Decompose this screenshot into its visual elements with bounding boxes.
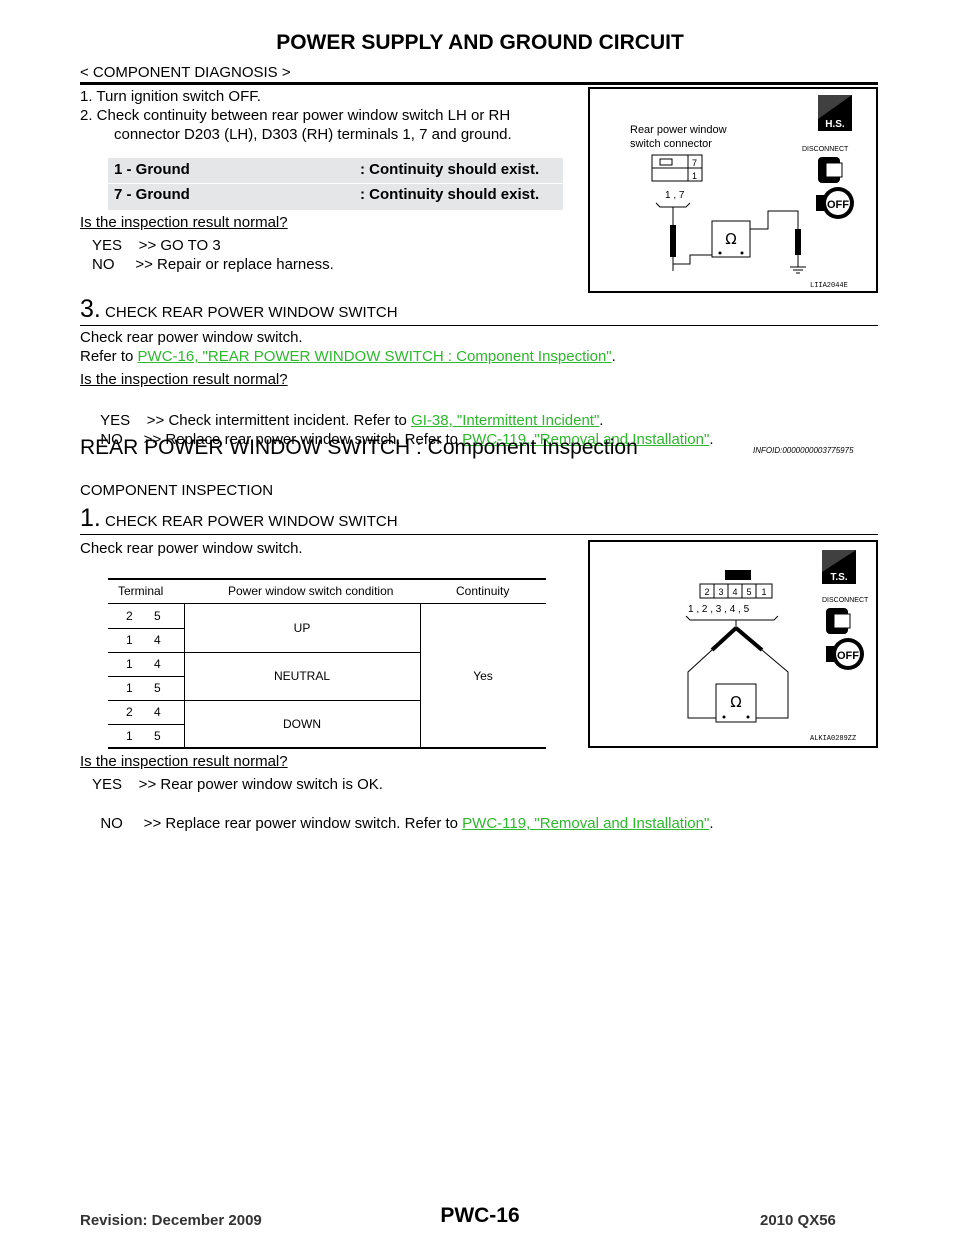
step1-heading: 1. CHECK REAR POWER WINDOW SWITCH [80,504,398,533]
link-component-inspection[interactable]: PWC-16, "REAR POWER WINDOW SWITCH : Comp… [137,348,612,365]
condition-cell: UP [293,621,311,635]
pin-label-bottom: 1 [692,171,697,181]
info-id: INFOID:0000000003775975 [753,446,854,455]
step3-refer: Refer to PWC-16, "REAR POWER WINDOW SWIT… [80,348,616,365]
off-label: OFF [837,650,859,662]
check-result: : Continuity should exist. [360,161,540,178]
switch-connector [699,583,773,599]
figure-switch-inspection: 2 3 4 5 1 1 , 2 , 3 , 4 , 5 Ω T.S. DISCO… [588,540,878,748]
pin-label-top: 7 [692,158,697,168]
inspection-table: Terminal Power window switch condition C… [108,578,546,751]
check-box: 1 - Ground : Continuity should exist. 7 … [108,158,563,210]
link-removal-installation[interactable]: PWC-119, "Removal and Installation" [462,431,710,448]
ohm-symbol: Ω [730,693,741,711]
step2-line2a: 2. Check continuity between rear power w… [80,107,511,124]
check-label: 7 - Ground [114,186,190,203]
footer-page-number: PWC-16 [440,1204,520,1227]
pin-label: 4 [732,587,737,597]
step2-no: NO >> Repair or replace harness. [92,256,334,273]
probe-label: 1 , 2 , 3 , 4 , 5 [688,604,750,615]
table-cell: 4 [154,657,161,671]
page-title: POWER SUPPLY AND GROUND CIRCUIT [276,31,684,54]
step2-line2b: connector D203 (LH), D303 (RH) terminals… [114,126,512,143]
pin-label: 1 [761,587,766,597]
link-intermittent-incident[interactable]: GI-38, "Intermittent Incident" [411,412,600,429]
col-header-condition: Power window switch condition [228,584,394,598]
step3-line1: Check rear power window switch. [80,329,303,346]
disconnect-label: DISCONNECT [802,146,849,153]
figure-switch-svg: 2 3 4 5 1 1 , 2 , 3 , 4 , 5 Ω T.S. DISCO… [685,550,869,743]
table-cell: 2 [126,705,133,719]
ohm-symbol: Ω [725,230,736,248]
step2-yes: YES >> GO TO 3 [92,237,221,254]
breadcrumb: < COMPONENT DIAGNOSIS > [80,64,291,81]
check-result: : Continuity should exist. [360,186,540,203]
ohmmeter [711,220,751,258]
figure-continuity-check: Rear power window switch connector 7 1 1… [588,87,878,293]
step1-num: 1. [80,504,101,532]
footer-model: 2010 QX56 [760,1212,836,1229]
step1-line1: Check rear power window switch. [80,540,303,557]
probe-right [795,229,801,255]
pin-label: 5 [746,587,751,597]
probe-label: 1 , 7 [665,190,685,201]
step1-rule [80,534,878,535]
step1-question: Is the inspection result normal? [80,753,288,770]
probe-left [710,626,738,652]
step3-num: 3. [80,295,101,323]
table-cell: 1 [126,729,133,743]
step2-question: Is the inspection result normal? [80,214,288,231]
pin-label: 2 [704,587,709,597]
check-label: 1 - Ground [114,161,190,178]
link-removal-installation[interactable]: PWC-119, "Removal and Installation" [462,815,710,832]
step3-heading-text: CHECK REAR POWER WINDOW SWITCH [105,304,398,321]
hs-badge [818,95,852,131]
hs-badge-text: H.S. [825,119,845,130]
fig1-connector-label-2: switch connector [630,138,712,150]
table-cell: 1 [126,633,133,647]
table-cell: 2 [126,609,133,623]
figure-code: LIIA2044E [810,282,848,290]
table-cell: 4 [154,633,161,647]
switch-knob [725,570,751,580]
step3-question: Is the inspection result normal? [80,371,288,388]
table-cell: 1 [126,681,133,695]
step3-no: NO >> Replace rear power window switch. … [100,431,714,448]
continuity-cell: Yes [473,669,493,683]
col-header-continuity: Continuity [456,584,510,598]
off-label: OFF [827,199,849,211]
figure-continuity-svg: Rear power window switch connector 7 1 1… [630,95,854,290]
footer-revision: Revision: December 2009 [80,1212,262,1229]
ts-badge-text: T.S. [830,572,847,583]
pin-label: 3 [718,587,723,597]
col-header-terminal: Terminal [118,584,164,598]
table-cell: 5 [154,681,161,695]
fig1-connector-label-1: Rear power window [630,124,727,136]
table-cell: 1 [126,657,133,671]
table-cell: 5 [154,609,161,623]
figure-code: ALKIA0289ZZ [810,735,856,743]
step1-yes: YES >> Rear power window switch is OK. [92,776,383,793]
step3-heading: 3. CHECK REAR POWER WINDOW SWITCH [80,295,398,324]
step1-no: NO >> Replace rear power window switch. … [100,815,714,832]
ohmmeter [715,683,757,723]
step1-heading-text: CHECK REAR POWER WINDOW SWITCH [105,513,398,530]
step3-yes: YES >> Check intermittent incident. Refe… [100,412,604,429]
step2-line1: 1. Turn ignition switch OFF. [80,88,261,105]
step3-rule [80,325,878,326]
table-cell: 4 [154,705,161,719]
section-subtitle: COMPONENT INSPECTION [80,482,274,499]
section-title: REAR POWER WINDOW SWITCH : Component Ins… [80,436,638,459]
table-cell: 5 [154,729,161,743]
probe-right [734,626,764,652]
condition-cell: DOWN [283,717,321,731]
ts-badge [822,550,856,584]
disconnect-label: DISCONNECT [822,597,869,604]
probe-left [670,225,676,257]
connector-latch [659,158,673,166]
header-rule [80,82,878,85]
condition-cell: NEUTRAL [273,669,330,683]
